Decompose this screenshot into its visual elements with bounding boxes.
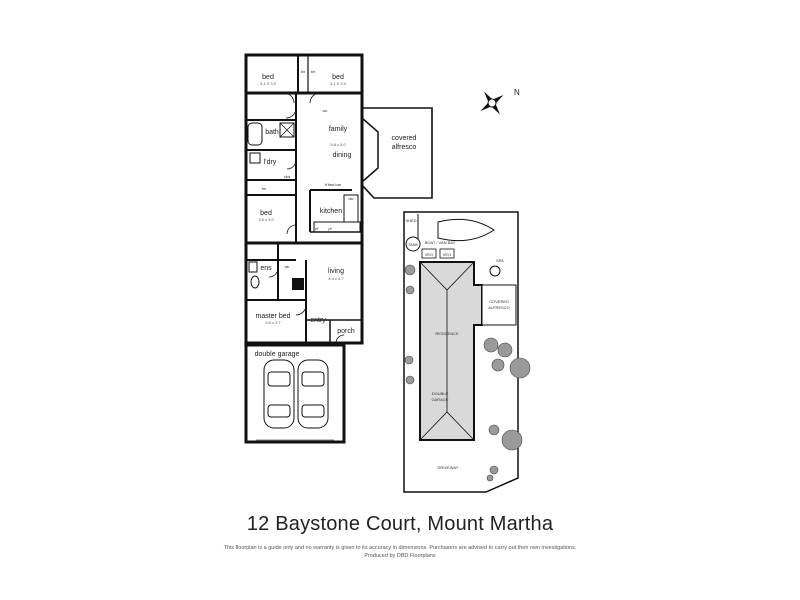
site-boat-label: BOAT / VAN BAY xyxy=(425,240,456,245)
porch-label: porch xyxy=(337,328,355,335)
bed1-dims: 3.1 X 3.0 xyxy=(260,81,277,86)
bed3-label: bed xyxy=(260,210,272,217)
garage-label: double garage xyxy=(255,351,300,358)
bed1-label: bed xyxy=(262,74,274,81)
family-label: family xyxy=(329,126,348,133)
bed2-label: bed xyxy=(332,74,344,81)
site-tank-label: TANK xyxy=(408,242,419,247)
wc-label: wc xyxy=(323,108,328,113)
car-right xyxy=(297,359,329,429)
compass-icon xyxy=(480,91,504,115)
disclaimer-line-2: Produced by DBD Floorplans xyxy=(364,553,436,559)
site-garage-label-2: GARAGE xyxy=(431,397,448,402)
bed3-dims: 3.6 x 3.0 xyxy=(258,217,274,222)
site-veg2-label: VEG xyxy=(443,252,451,257)
kitchen-label: kitchen xyxy=(320,208,342,215)
compass-north-label: N xyxy=(514,88,520,97)
wir-b-label: bir xyxy=(311,69,316,74)
entry-label: entry xyxy=(310,317,326,324)
pt-label: pt xyxy=(328,226,332,231)
cbd-label: cbd xyxy=(284,174,290,179)
site-residence-label: RESIDENCE xyxy=(435,331,459,336)
wir-label: wir xyxy=(284,264,290,269)
site-garage-label-1: DOUBLE xyxy=(432,391,449,396)
site-spa-label: SPA xyxy=(496,258,504,263)
master-dims: 3.6 x 3.7 xyxy=(265,320,281,325)
site-alfresco-label-1: COVERED xyxy=(489,299,509,304)
room-labels: bed 3.1 X 3.0 bir bir bed 3.1 X 3.0 wc b… xyxy=(255,69,417,358)
dw-label: dw xyxy=(348,196,353,201)
site-plan: SHED BOAT / VAN BAY TANK VEG VEG SPA COV… xyxy=(403,211,531,493)
site-driveway-label: DRIVEWAY xyxy=(438,465,459,470)
ens-label: ens xyxy=(260,265,272,272)
ldry-label: l'dry xyxy=(264,159,277,166)
brkfast-bar-label: b'fast bar xyxy=(325,182,342,187)
site-veg1-label: VEG xyxy=(425,252,433,257)
site-alfresco-label-2: ALFRESCO xyxy=(488,305,510,310)
alfresco-label-2: alfresco xyxy=(392,144,417,151)
car-left xyxy=(263,359,295,429)
property-address-title: 12 Baystone Court, Mount Martha xyxy=(246,513,554,535)
ref-label: ref xyxy=(314,226,320,231)
disclaimer-line-1: This floorplan is a guide only and no wa… xyxy=(223,545,577,551)
bir3-label: bir xyxy=(262,186,267,191)
family-dims: 5.8 x 5.0 xyxy=(330,142,346,147)
wir-a-label: bir xyxy=(301,69,306,74)
living-dims: 4.4 x 4.7 xyxy=(328,276,344,281)
alfresco-label-1: covered xyxy=(392,135,417,142)
dining-label: dining xyxy=(333,152,352,159)
living-label: living xyxy=(328,268,344,275)
site-shed-label: SHED xyxy=(405,218,416,223)
bath-label: bath xyxy=(265,129,279,136)
master-label: master bed xyxy=(255,313,290,320)
bed2-dims: 3.1 X 3.0 xyxy=(330,81,347,86)
house-floorplan xyxy=(244,53,433,444)
